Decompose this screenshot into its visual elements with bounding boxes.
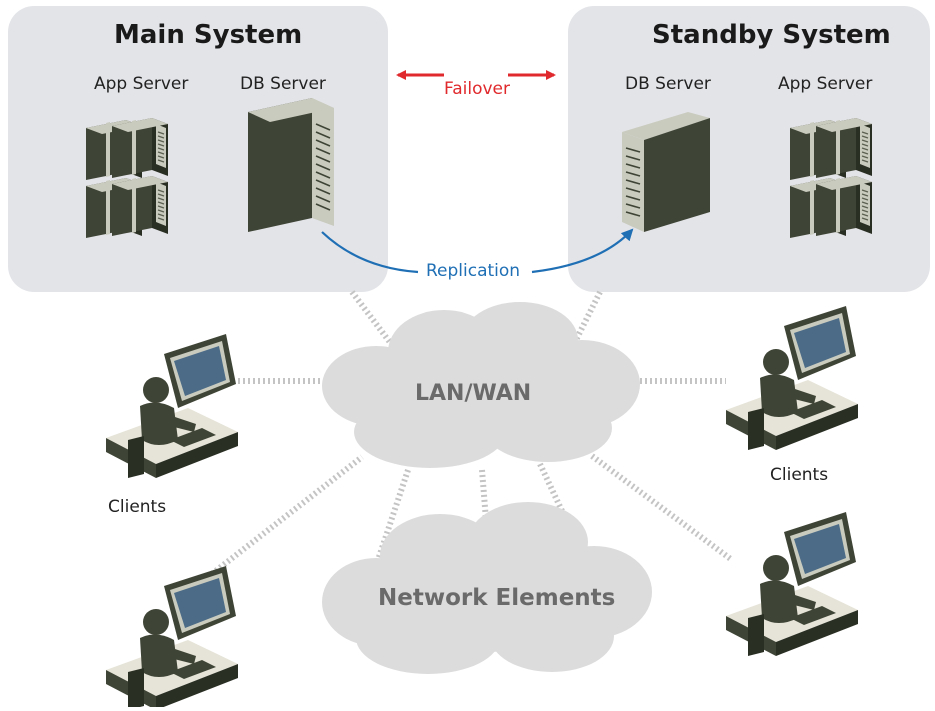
lan-wan-cloud	[322, 302, 640, 468]
client-workstation-left-bottom	[106, 566, 238, 710]
main-db-server-label: DB Server	[240, 74, 326, 94]
network-elements-label: Network Elements	[378, 585, 616, 611]
network-elements-cloud	[322, 502, 652, 674]
replication-arrow	[321, 228, 634, 274]
main-app-server-label: App Server	[94, 74, 189, 94]
standby-db-server-icon	[622, 112, 710, 232]
client-workstation-right-bottom	[726, 512, 858, 656]
standby-app-server-label: App Server	[778, 74, 873, 94]
replication-label: Replication	[426, 261, 521, 281]
main-system-title: Main System	[114, 20, 303, 50]
failover-label: Failover	[444, 79, 510, 99]
clients-label-left: Clients	[108, 497, 167, 517]
client-workstation-right-top	[726, 306, 858, 450]
standby-system-title: Standby System	[652, 20, 891, 50]
main-db-server-icon	[248, 98, 334, 232]
clients-label-right: Clients	[770, 465, 829, 485]
network-links	[202, 290, 734, 583]
standby-db-server-label: DB Server	[625, 74, 711, 94]
lan-wan-label: LAN/WAN	[415, 381, 532, 406]
client-workstation-left-top	[106, 334, 238, 478]
